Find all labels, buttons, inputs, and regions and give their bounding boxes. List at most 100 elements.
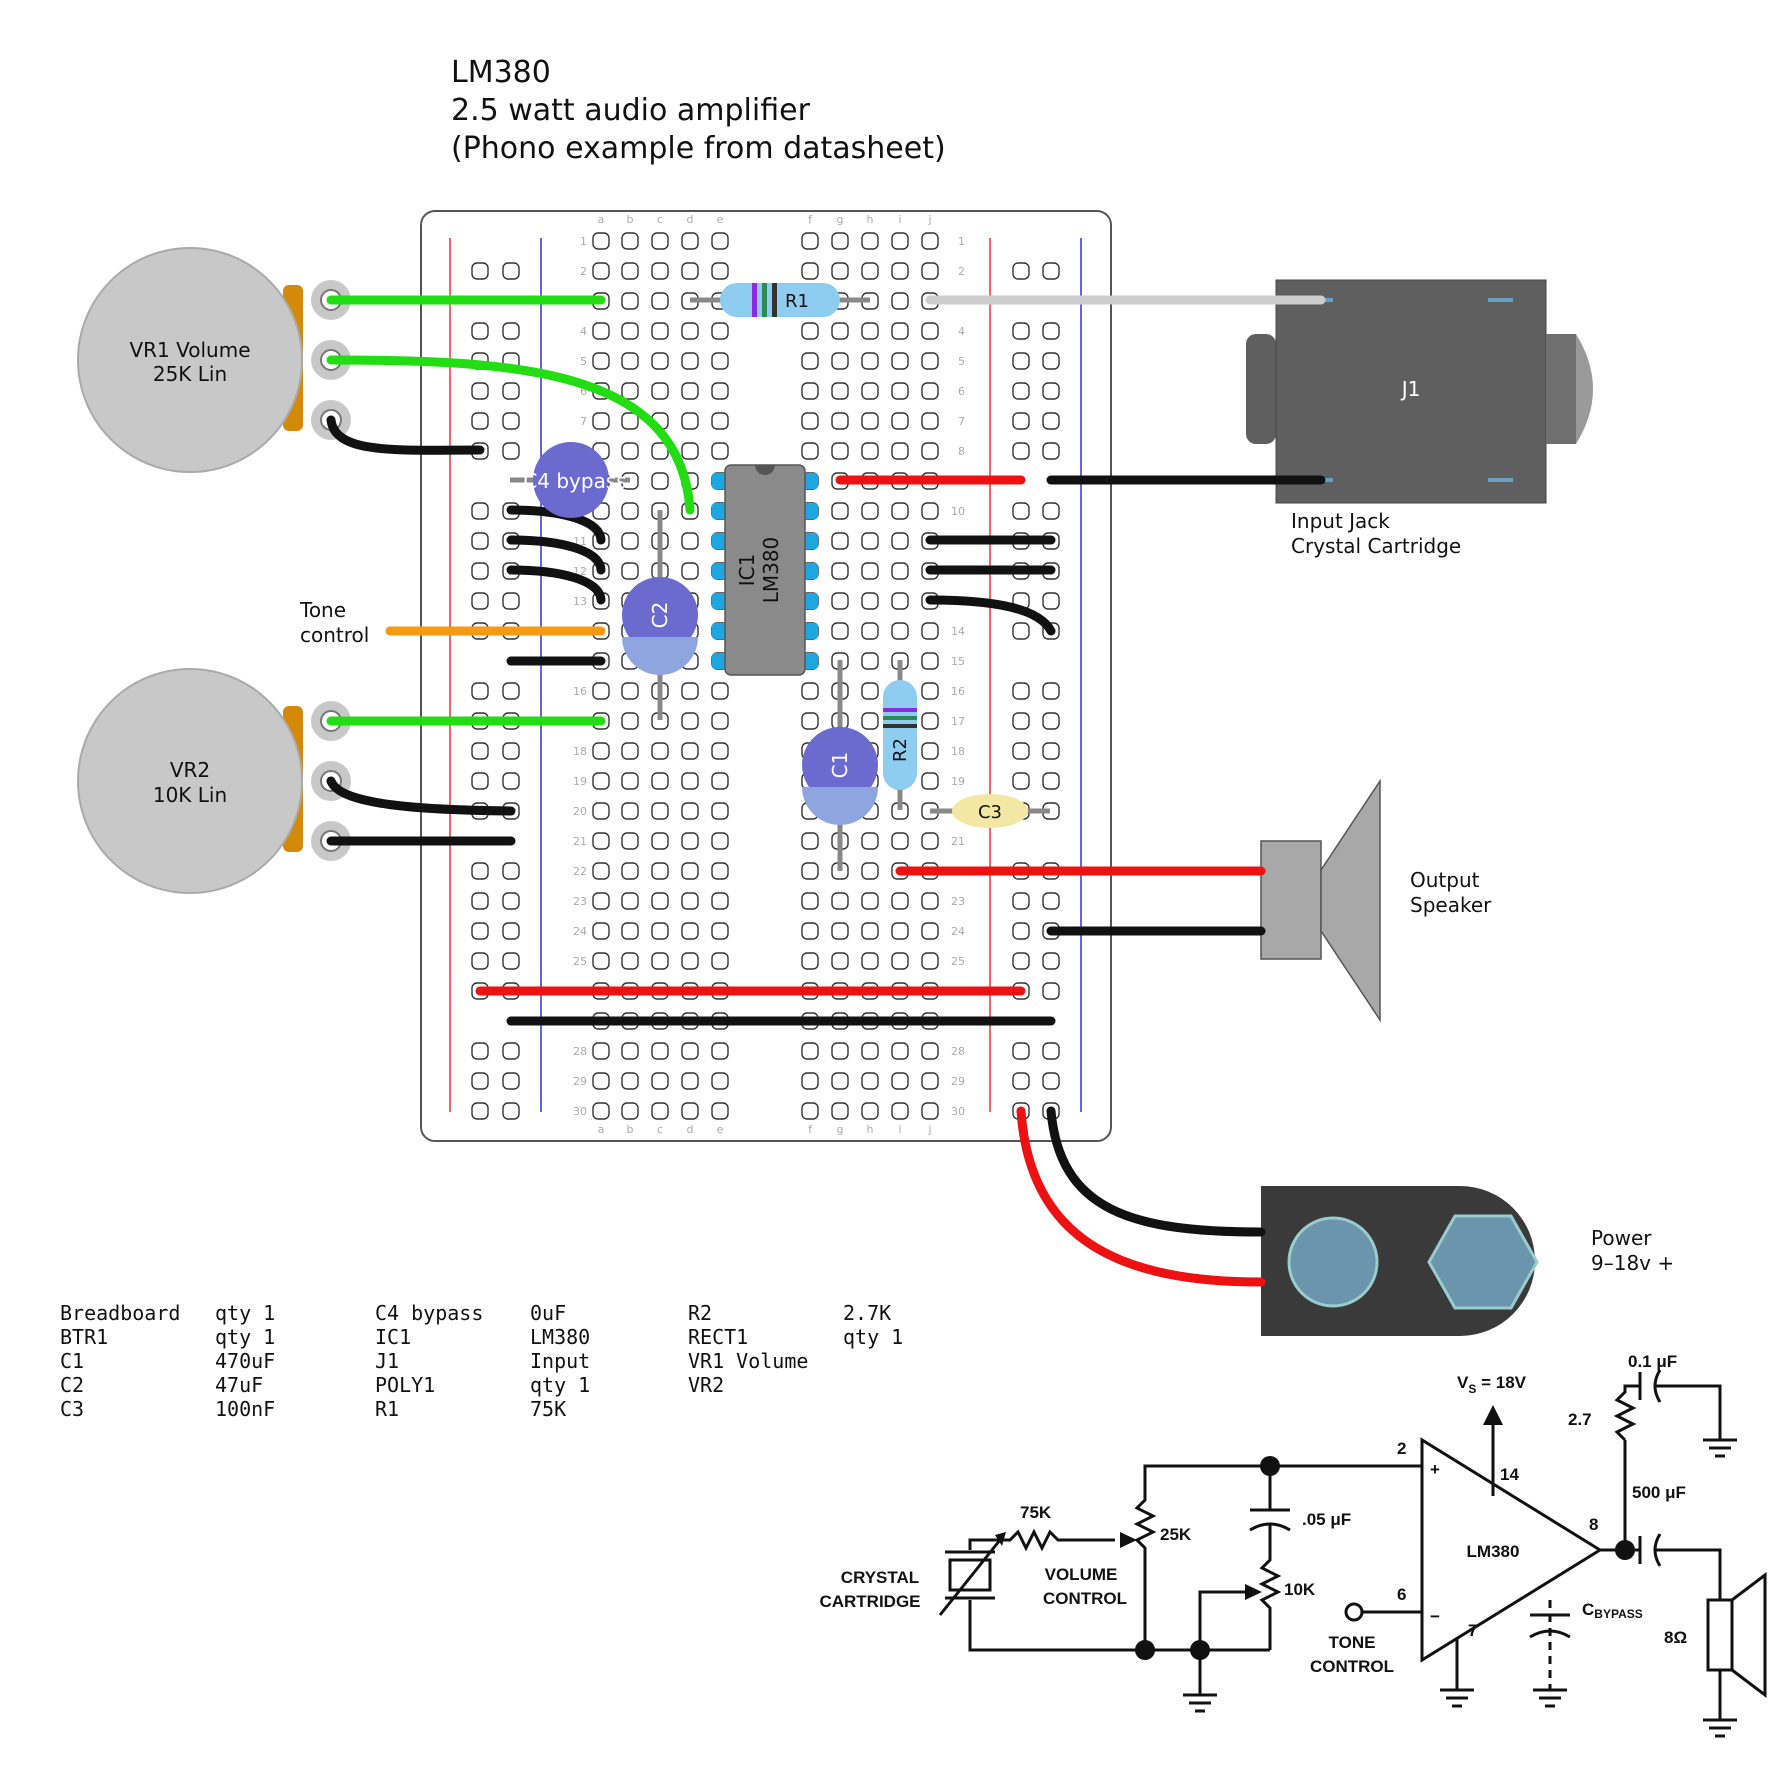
ic-lm380[interactable]: IC1 LM380 xyxy=(712,464,818,676)
breadboard-hole[interactable] xyxy=(921,232,939,250)
breadboard-hole[interactable] xyxy=(861,1102,879,1120)
breadboard-hole[interactable] xyxy=(711,442,729,460)
breadboard-hole[interactable] xyxy=(831,1072,849,1090)
breadboard-hole[interactable] xyxy=(831,352,849,370)
rail-hole[interactable] xyxy=(1042,412,1060,430)
breadboard-hole[interactable] xyxy=(861,652,879,670)
capacitor-c4-bypass[interactable]: C4 bypass xyxy=(510,442,630,518)
breadboard-hole[interactable] xyxy=(681,532,699,550)
breadboard-hole[interactable] xyxy=(921,352,939,370)
input-jack-j1[interactable]: J1 xyxy=(1246,279,1593,504)
breadboard-hole[interactable] xyxy=(891,1072,909,1090)
capacitor-c2[interactable]: C2 xyxy=(622,510,698,720)
breadboard-hole[interactable] xyxy=(711,1042,729,1060)
wire-green-vr1-wiper[interactable] xyxy=(326,355,695,515)
breadboard-hole[interactable] xyxy=(592,862,610,880)
rail-hole[interactable] xyxy=(502,952,520,970)
breadboard-hole[interactable] xyxy=(711,382,729,400)
breadboard-hole[interactable] xyxy=(711,832,729,850)
output-speaker[interactable] xyxy=(1260,778,1381,1023)
pot-vr2[interactable]: VR2 10K Lin xyxy=(77,668,351,894)
breadboard-hole[interactable] xyxy=(711,952,729,970)
breadboard-hole[interactable] xyxy=(651,472,669,490)
breadboard-hole[interactable] xyxy=(711,322,729,340)
breadboard-hole[interactable] xyxy=(592,832,610,850)
rail-hole[interactable] xyxy=(1042,712,1060,730)
breadboard-hole[interactable] xyxy=(651,952,669,970)
rail-hole[interactable] xyxy=(502,442,520,460)
breadboard-hole[interactable] xyxy=(891,562,909,580)
ic-pin[interactable] xyxy=(712,623,728,639)
breadboard-hole[interactable] xyxy=(861,262,879,280)
rail-hole[interactable] xyxy=(1042,1072,1060,1090)
breadboard-hole[interactable] xyxy=(651,262,669,280)
breadboard-hole[interactable] xyxy=(651,772,669,790)
breadboard-hole[interactable] xyxy=(592,352,610,370)
breadboard-hole[interactable] xyxy=(651,292,669,310)
breadboard-hole[interactable] xyxy=(711,712,729,730)
ic-pin[interactable] xyxy=(802,473,818,489)
breadboard-hole[interactable] xyxy=(592,772,610,790)
breadboard-hole[interactable] xyxy=(681,562,699,580)
rail-hole[interactable] xyxy=(471,952,489,970)
breadboard-hole[interactable] xyxy=(831,322,849,340)
breadboard-hole[interactable] xyxy=(592,262,610,280)
breadboard-hole[interactable] xyxy=(681,832,699,850)
breadboard-hole[interactable] xyxy=(681,382,699,400)
breadboard-hole[interactable] xyxy=(621,1072,639,1090)
breadboard-hole[interactable] xyxy=(681,712,699,730)
breadboard-hole[interactable] xyxy=(921,262,939,280)
breadboard-hole[interactable] xyxy=(651,802,669,820)
ic-pin[interactable] xyxy=(802,503,818,519)
breadboard-hole[interactable] xyxy=(651,232,669,250)
breadboard-hole[interactable] xyxy=(891,532,909,550)
breadboard-hole[interactable] xyxy=(921,1072,939,1090)
breadboard-hole[interactable] xyxy=(711,892,729,910)
breadboard-hole[interactable] xyxy=(801,952,819,970)
rail-hole[interactable] xyxy=(471,502,489,520)
breadboard-hole[interactable] xyxy=(831,412,849,430)
breadboard-hole[interactable] xyxy=(801,232,819,250)
rail-hole[interactable] xyxy=(1042,502,1060,520)
breadboard-hole[interactable] xyxy=(621,682,639,700)
breadboard-hole[interactable] xyxy=(621,892,639,910)
ic-pin[interactable] xyxy=(712,473,728,489)
breadboard-hole[interactable] xyxy=(861,1042,879,1060)
rail-hole[interactable] xyxy=(1042,982,1060,1000)
breadboard-hole[interactable] xyxy=(592,682,610,700)
rail-hole[interactable] xyxy=(1042,892,1060,910)
rail-hole[interactable] xyxy=(471,892,489,910)
breadboard-hole[interactable] xyxy=(681,892,699,910)
breadboard-hole[interactable] xyxy=(861,1072,879,1090)
breadboard-hole[interactable] xyxy=(861,232,879,250)
breadboard-hole[interactable] xyxy=(831,1042,849,1060)
breadboard-hole[interactable] xyxy=(681,1042,699,1060)
rail-hole[interactable] xyxy=(502,892,520,910)
breadboard-hole[interactable] xyxy=(711,352,729,370)
rail-hole[interactable] xyxy=(1012,262,1030,280)
breadboard-hole[interactable] xyxy=(621,352,639,370)
rail-hole[interactable] xyxy=(502,1072,520,1090)
breadboard-hole[interactable] xyxy=(921,922,939,940)
rail-hole[interactable] xyxy=(502,772,520,790)
rail-hole[interactable] xyxy=(471,532,489,550)
wire-red-power[interactable] xyxy=(1016,1106,1266,1287)
breadboard-hole[interactable] xyxy=(861,412,879,430)
rail-hole[interactable] xyxy=(1042,442,1060,460)
breadboard-hole[interactable] xyxy=(711,1072,729,1090)
breadboard-hole[interactable] xyxy=(621,832,639,850)
rail-hole[interactable] xyxy=(1012,1072,1030,1090)
breadboard-hole[interactable] xyxy=(861,442,879,460)
breadboard-hole[interactable] xyxy=(621,772,639,790)
ic-pin[interactable] xyxy=(802,533,818,549)
ic-pin[interactable] xyxy=(712,503,728,519)
breadboard-hole[interactable] xyxy=(861,382,879,400)
breadboard-hole[interactable] xyxy=(681,772,699,790)
rail-hole[interactable] xyxy=(1012,922,1030,940)
breadboard-hole[interactable] xyxy=(921,412,939,430)
rail-hole[interactable] xyxy=(1042,952,1060,970)
breadboard-hole[interactable] xyxy=(801,352,819,370)
rail-hole[interactable] xyxy=(1012,682,1030,700)
rail-hole[interactable] xyxy=(1042,592,1060,610)
ic-pin[interactable] xyxy=(802,623,818,639)
